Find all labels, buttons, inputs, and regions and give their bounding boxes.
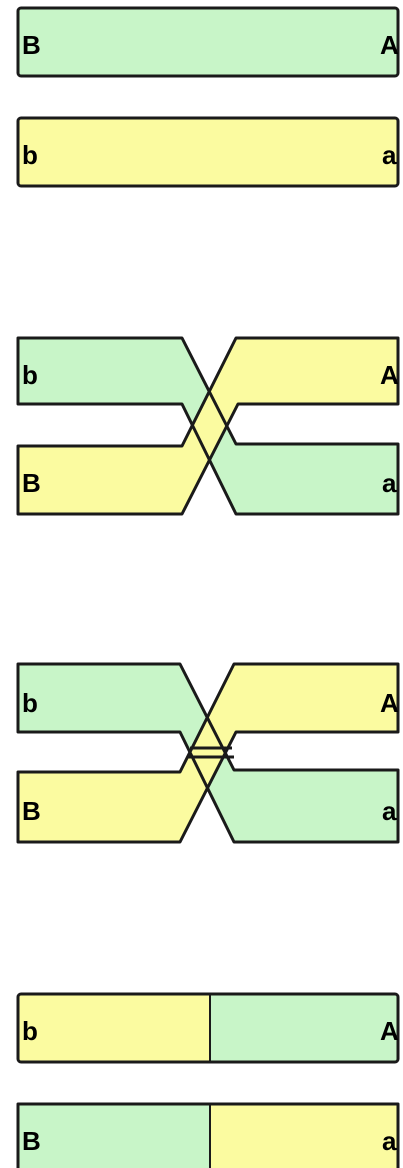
- allele-label-top-right: A: [380, 1016, 399, 1046]
- allele-label-bottom-left: B: [22, 796, 41, 826]
- allele-label-top-left: b: [22, 1016, 38, 1046]
- stage-2-chiasma: b A B a: [16, 336, 400, 516]
- chromatid-yellow-crossing: [18, 338, 398, 514]
- allele-label-top-left: b: [22, 688, 38, 718]
- stage-3-exchange: b A B a: [16, 662, 400, 844]
- allele-label-bottom-left: b: [22, 140, 38, 170]
- allele-label-top-left: b: [22, 360, 38, 390]
- stage-1-homologous-chromatids: B A b a: [16, 6, 400, 188]
- stage-4-recombinant-chromatids: b A B a: [16, 992, 400, 1168]
- allele-label-bottom-left: B: [22, 1126, 41, 1156]
- allele-label-top-left: B: [22, 30, 41, 60]
- allele-label-bottom-right: a: [382, 140, 397, 170]
- recombinant-chromatid-top: b A: [16, 992, 400, 1064]
- allele-label-top-right: A: [380, 360, 399, 390]
- chromatid-yellow-exchange: [18, 664, 398, 842]
- allele-label-bottom-right: a: [382, 796, 397, 826]
- chromatid-yellow-bottom: b a: [16, 116, 400, 188]
- allele-label-top-right: A: [380, 30, 399, 60]
- allele-label-bottom-right: a: [382, 1126, 397, 1156]
- allele-label-top-right: A: [380, 688, 399, 718]
- allele-label-bottom-left: B: [22, 468, 41, 498]
- chromatid-green-top: B A: [16, 6, 400, 78]
- allele-label-bottom-right: a: [382, 468, 397, 498]
- recombinant-chromatid-bottom: B a: [16, 1102, 400, 1168]
